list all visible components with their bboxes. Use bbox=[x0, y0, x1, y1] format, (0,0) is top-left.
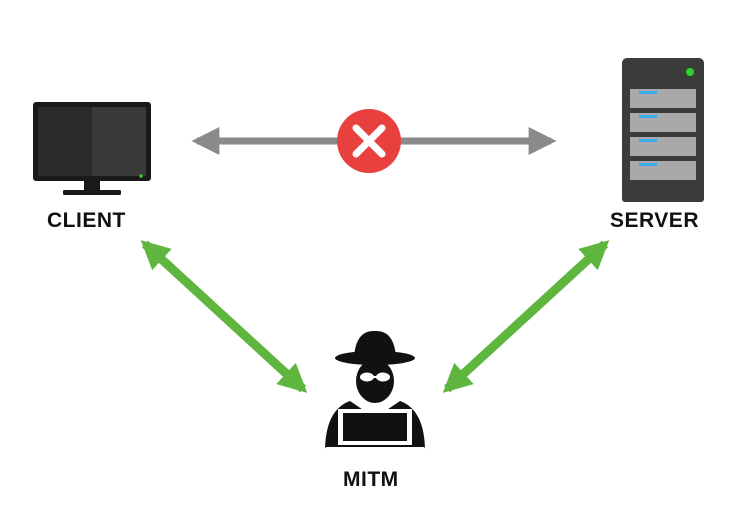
monitor-led bbox=[139, 174, 143, 178]
server-rack-icon bbox=[622, 58, 704, 202]
server-drive-bay bbox=[630, 113, 696, 132]
hacker-icon bbox=[325, 330, 425, 454]
server-mitm-arrow bbox=[442, 240, 610, 393]
client-label: CLIENT bbox=[47, 209, 126, 232]
server-drive-bay bbox=[630, 137, 696, 156]
monitor-icon bbox=[33, 102, 151, 195]
server-label: SERVER bbox=[610, 209, 699, 232]
blocked-x-icon bbox=[337, 109, 401, 173]
client-mitm-arrow bbox=[140, 240, 308, 393]
server-drive-bay bbox=[630, 161, 696, 180]
mitm-label: MITM bbox=[343, 468, 399, 491]
server-drive-bay bbox=[630, 89, 696, 108]
server-led bbox=[686, 68, 694, 76]
